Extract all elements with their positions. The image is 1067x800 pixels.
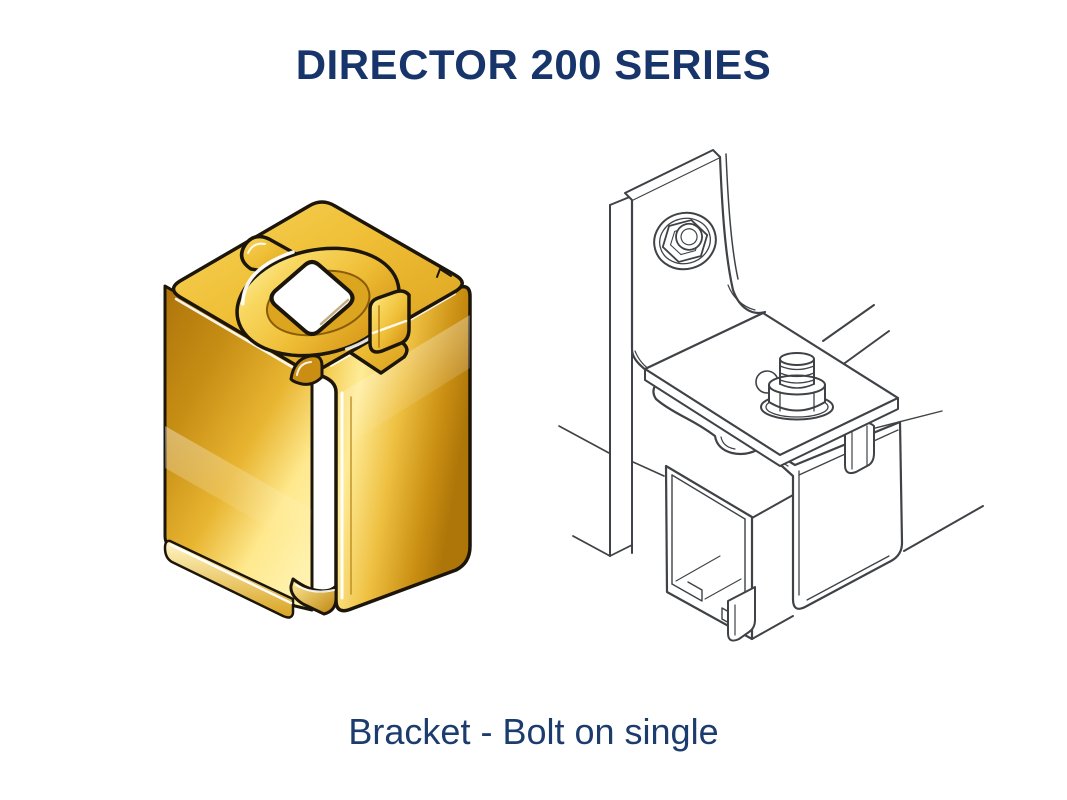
clamp-bolt [755, 352, 834, 421]
hanging-lip [727, 586, 756, 642]
flange-nut [653, 211, 717, 271]
installed-bracket-line-drawing [555, 135, 985, 665]
gold-bracket-illustration [152, 196, 472, 626]
figure-caption: Bracket - Bolt on single [348, 711, 719, 752]
ground-line [572, 535, 611, 557]
gold-bracket-svg [163, 200, 472, 619]
arch-notch [289, 354, 324, 386]
hook-tab [844, 421, 875, 475]
fold-strap [368, 289, 411, 354]
track-stub-lines [558, 304, 984, 552]
bottom-foot [289, 577, 338, 616]
line-drawing-svg [558, 149, 984, 642]
page-title: DIRECTOR 200 SERIES [295, 41, 772, 88]
bottom-hem [163, 539, 295, 619]
post [609, 195, 633, 557]
square-hole [269, 260, 355, 336]
